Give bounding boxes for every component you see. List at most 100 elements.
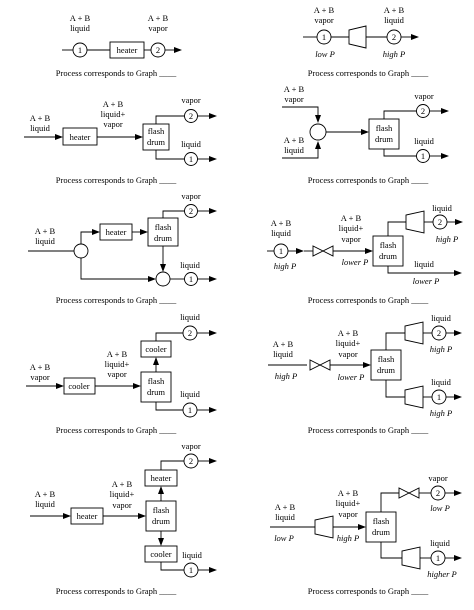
vapor-label: vapor xyxy=(338,509,358,519)
liquid-label: liquid xyxy=(181,139,202,149)
vapor-label: vapor xyxy=(107,369,127,379)
vapor-label: vapor xyxy=(314,15,334,25)
liquid-plus-label: liquid+ xyxy=(336,338,361,348)
process-7-cooler-flash-cooler: A + B vapor A + B liquid+ vapor cooler f… xyxy=(26,312,217,435)
vapor-label: vapor xyxy=(181,95,201,105)
compressor-unit xyxy=(348,25,367,49)
process-1-heater: A + B liquid A + B vapor 1 heater 2 Proc… xyxy=(56,13,182,78)
cooler-label: cooler xyxy=(68,381,89,391)
vapor-label: vapor xyxy=(341,234,361,244)
flash-label: flash xyxy=(148,126,165,136)
heater-unit xyxy=(62,127,98,146)
ab-label: A + B xyxy=(314,5,335,15)
vapor-label: vapor xyxy=(338,349,358,359)
p2-inlet-pressure: low P xyxy=(315,49,335,59)
p1-out-phase: vapor xyxy=(148,23,168,33)
flash-label: flash xyxy=(376,123,393,133)
vapor-label: vapor xyxy=(181,441,201,451)
splitter-unit xyxy=(73,243,89,259)
liquid-label: liquid xyxy=(284,145,305,155)
n2-label: 2 xyxy=(421,106,425,116)
n1-label: 1 xyxy=(322,32,326,42)
valve-unit xyxy=(312,245,334,257)
p1-caption: Process corresponds to Graph ____ xyxy=(56,68,177,78)
ab-label: A + B xyxy=(35,226,56,236)
heater-label: heater xyxy=(117,45,138,55)
n1-label: 1 xyxy=(436,553,440,563)
liquid-plus-label: liquid+ xyxy=(105,359,130,369)
flash-label: flash xyxy=(378,354,395,364)
lower-p-label: lower P xyxy=(342,257,369,267)
liquid-label: liquid xyxy=(180,312,201,322)
p1-feed-phase: liquid xyxy=(70,23,91,33)
vapor-label: vapor xyxy=(112,500,132,510)
n2-label: 2 xyxy=(438,217,442,227)
drum-label: drum xyxy=(375,134,393,144)
liquid-label: liquid xyxy=(414,259,435,269)
high-p-label: high P xyxy=(430,344,452,354)
flash-label: flash xyxy=(155,222,172,232)
mixer-unit xyxy=(155,271,171,287)
n2-label: 2 xyxy=(189,111,193,121)
vapor-label: vapor xyxy=(103,119,123,129)
flash-label: flash xyxy=(380,240,397,250)
high-p-label: high P xyxy=(274,261,296,271)
p6-caption: Process corresponds to Graph ____ xyxy=(308,295,429,305)
liquid-label: liquid xyxy=(30,123,51,133)
liquid-label: liquid xyxy=(275,512,296,522)
n2-label: 2 xyxy=(392,32,396,42)
liquid-label: liquid xyxy=(182,550,203,560)
compressor-unit xyxy=(404,321,424,345)
p1-feed-label: A + B xyxy=(70,13,91,23)
p1-out-label: A + B xyxy=(148,13,169,23)
drum-label: drum xyxy=(152,516,170,526)
flash-label: flash xyxy=(148,376,165,386)
lower-p-label: lower P xyxy=(413,276,440,286)
low-p-label: low P xyxy=(430,503,450,513)
liquid-label: liquid xyxy=(431,377,452,387)
n1-label: 1 xyxy=(188,405,192,415)
ab-label: A + B xyxy=(338,488,359,498)
n1-label: 1 xyxy=(189,565,193,575)
n2-label: 2 xyxy=(188,328,192,338)
p1-state-1-number: 1 xyxy=(78,45,82,55)
ab-label: A + B xyxy=(284,84,305,94)
higher-p-label: higher P xyxy=(427,569,457,579)
flash-label: flash xyxy=(153,505,170,515)
n2-label: 2 xyxy=(189,456,193,466)
flash-drum xyxy=(142,123,170,151)
process-6-valve-flash-compressor: A + B liquid A + B liquid+ vapor 1 flash… xyxy=(267,203,463,305)
process-9-heater-flash-heater-cooler: A + B liquid A + B liquid+ vapor heater … xyxy=(30,441,217,596)
p4-caption: Process corresponds to Graph ____ xyxy=(308,175,429,185)
drum-label: drum xyxy=(147,387,165,397)
cooler-label: cooler xyxy=(150,549,171,559)
p2-outlet-pressure: high P xyxy=(383,49,405,59)
process-10-compressor-flash-valve-compressor: A + B liquid A + B liquid+ vapor flash d… xyxy=(270,473,462,596)
n1-label: 1 xyxy=(279,246,283,256)
mixer-unit xyxy=(309,123,327,141)
liquid-label: liquid xyxy=(180,389,201,399)
liquid-label: liquid xyxy=(414,136,435,146)
n1-label: 1 xyxy=(189,154,193,164)
liquid-label: liquid xyxy=(432,203,453,213)
ab-label: A + B xyxy=(103,99,124,109)
p5-caption: Process corresponds to Graph ____ xyxy=(56,295,177,305)
p2-caption: Process corresponds to Graph ____ xyxy=(308,68,429,78)
ab-label: A + B xyxy=(107,349,128,359)
ab-label: A + B xyxy=(35,489,56,499)
vapor-label: vapor xyxy=(284,94,304,104)
liquid-label: liquid xyxy=(35,499,56,509)
high-p-label: high P xyxy=(436,234,458,244)
n2-label: 2 xyxy=(189,206,193,216)
ab-label: A + B xyxy=(271,218,292,228)
n2-label: 2 xyxy=(436,488,440,498)
valve-unit xyxy=(398,487,420,499)
high-p-label: high P xyxy=(275,371,297,381)
ab-label: A + B xyxy=(384,5,405,15)
liquid-label: liquid xyxy=(35,236,56,246)
liquid-label: liquid xyxy=(273,349,294,359)
liquid-plus-label: liquid+ xyxy=(336,498,361,508)
ab-label: A + B xyxy=(112,479,133,489)
high-p-label: high P xyxy=(337,533,359,543)
